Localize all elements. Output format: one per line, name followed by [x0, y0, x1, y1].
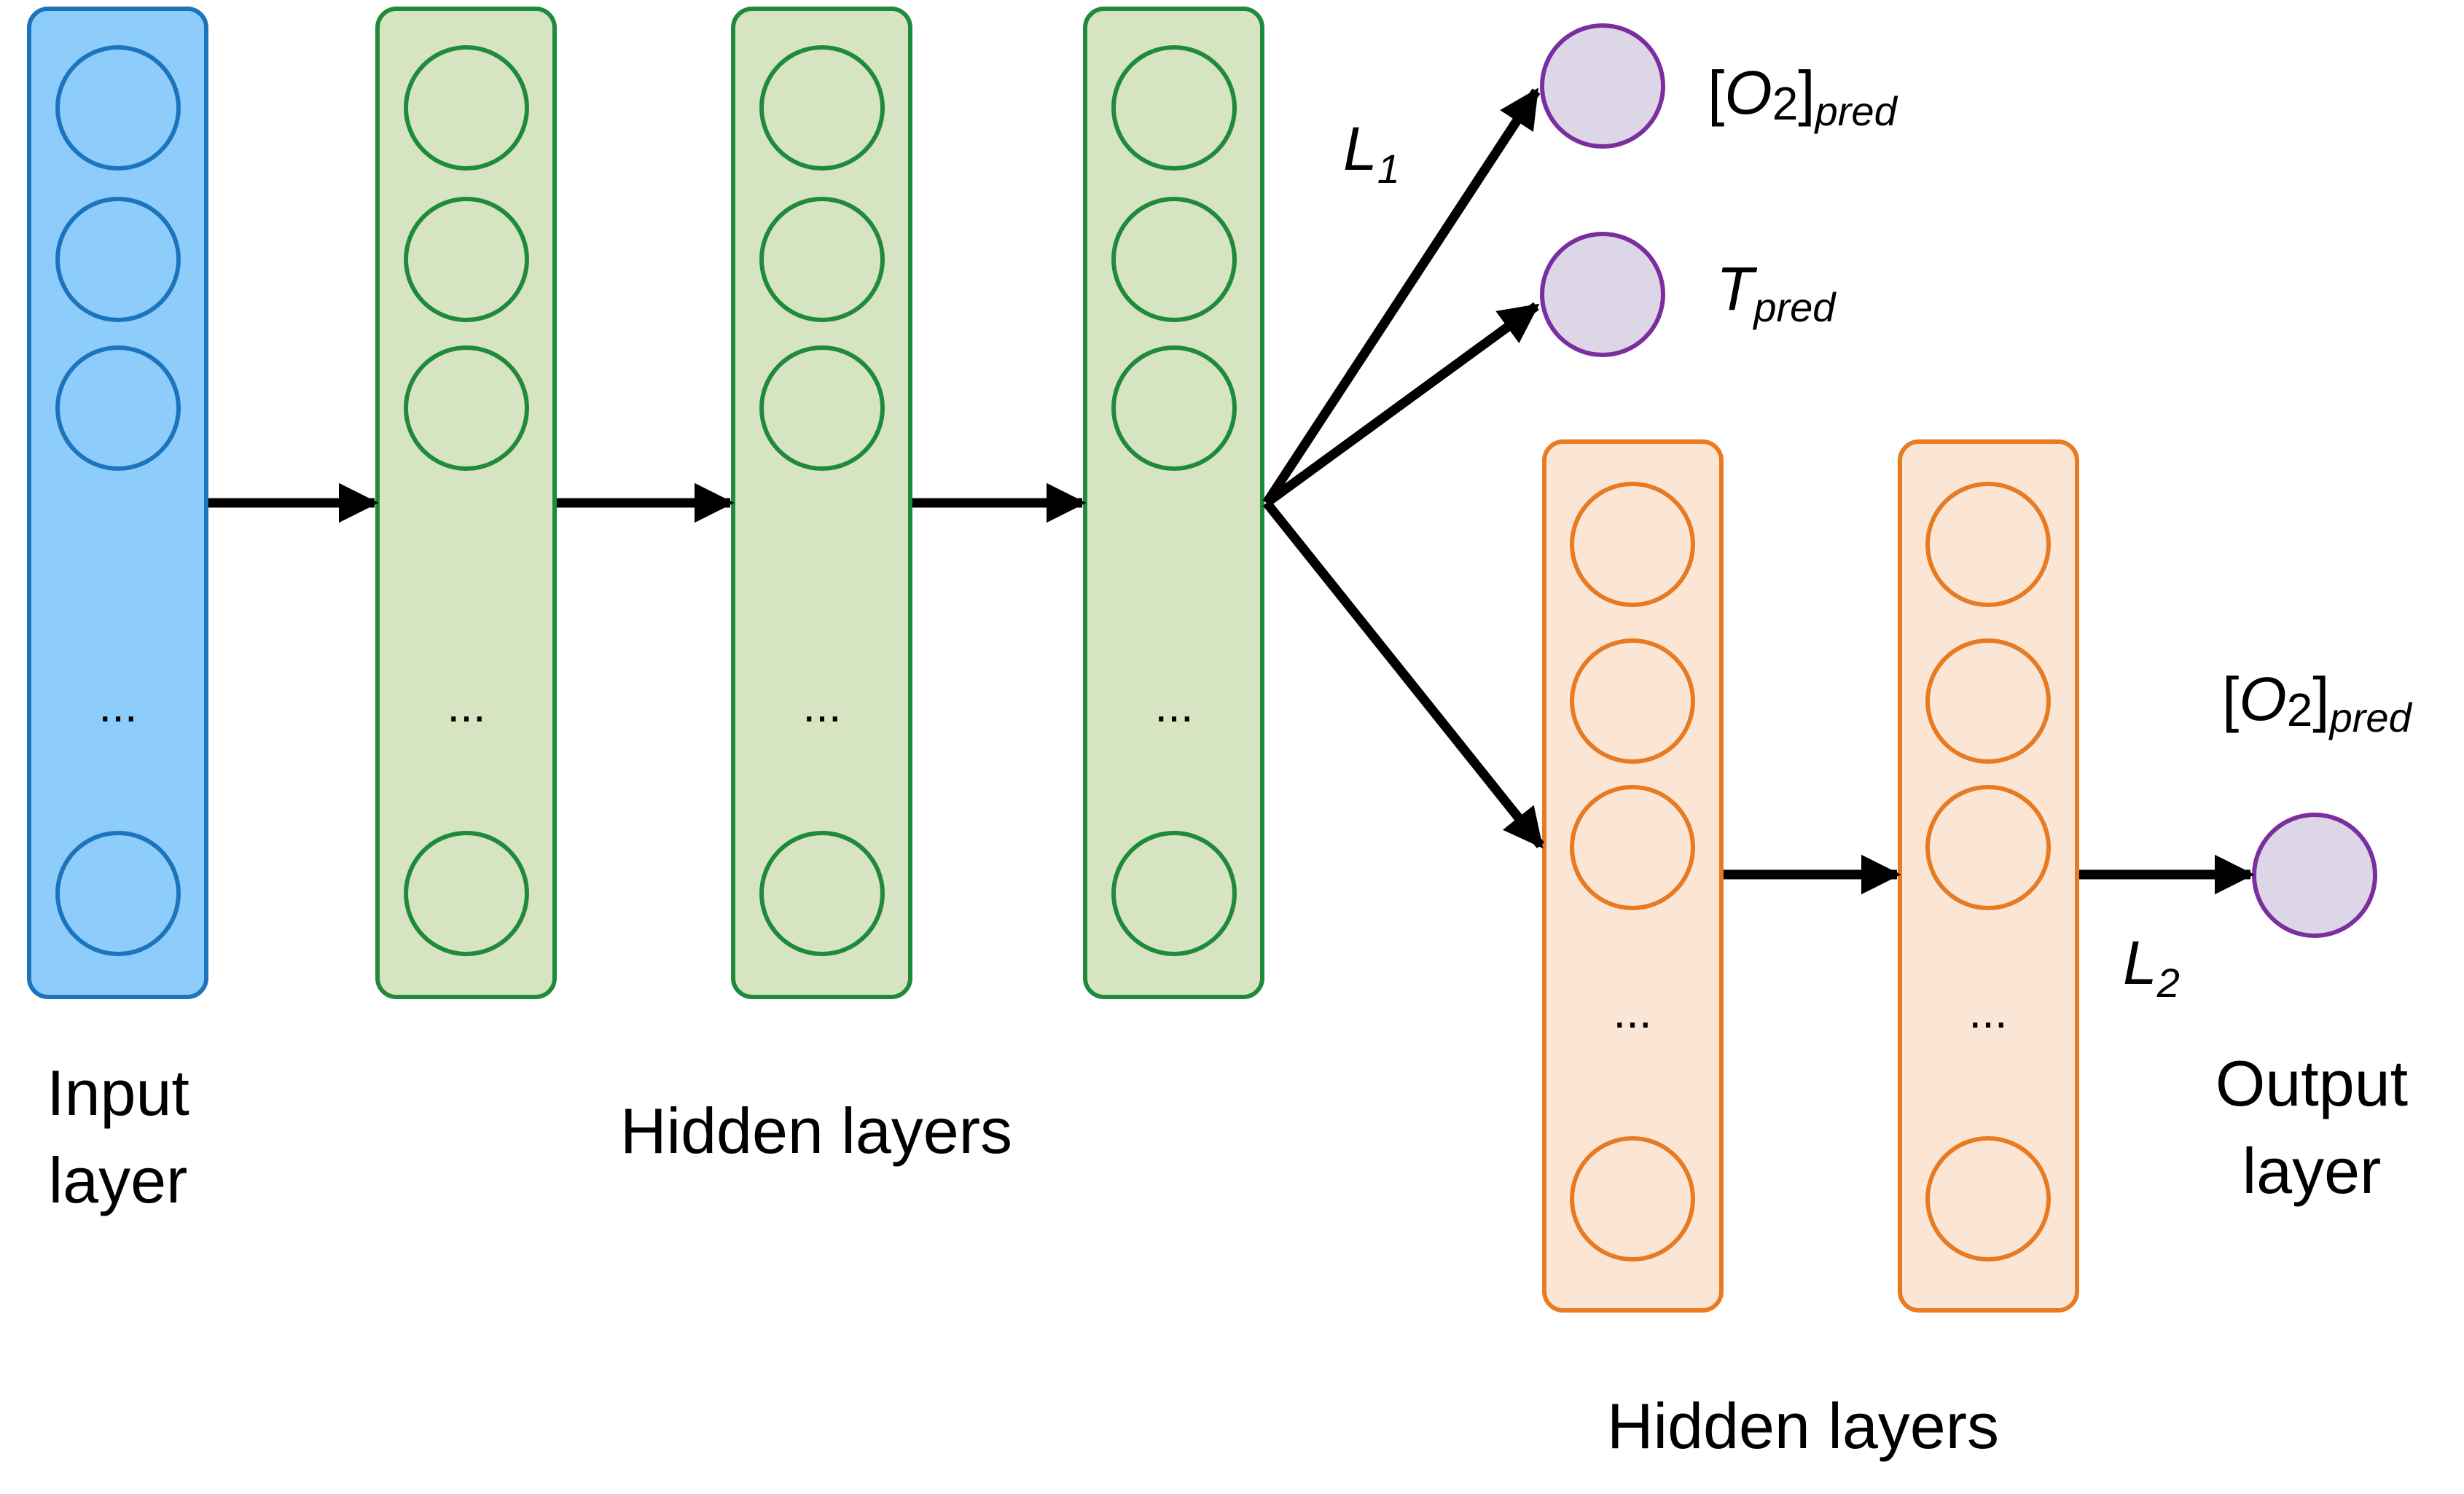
hidden-neuron — [404, 45, 529, 171]
branch-neuron — [1570, 1136, 1695, 1262]
hidden-layers-caption-bottom: Hidden layers — [1607, 1390, 1999, 1462]
input-layer-caption-line1: Input — [47, 1057, 189, 1129]
branch-neuron — [1925, 638, 2051, 764]
branch-1-ellipsis: ... — [1613, 985, 1651, 1038]
output-neuron-o2-right — [2252, 813, 2377, 938]
branch-hidden-layer-1: ... — [1542, 439, 1724, 1313]
branch-neuron — [1570, 482, 1695, 607]
hidden-layer-1-box — [375, 7, 557, 999]
loss-l1-label: L1 — [1343, 114, 1400, 192]
branch-hidden-layer-2: ... — [1898, 439, 2079, 1313]
hidden-neuron — [404, 831, 529, 956]
branch-hidden-layer-2-box — [1898, 439, 2079, 1313]
o2-pred-right-label: [O2]pred — [2222, 665, 2413, 740]
hidden-neuron — [759, 831, 885, 956]
hidden-2-ellipsis: ... — [802, 679, 841, 732]
hidden-neuron — [759, 345, 885, 471]
input-neuron — [55, 345, 181, 471]
arrow-hidden-3-to-t-pred — [1264, 302, 1540, 507]
hidden-neuron — [1111, 345, 1237, 471]
input-neuron — [55, 831, 181, 956]
branch-neuron — [1570, 785, 1695, 910]
hidden-neuron — [1111, 831, 1237, 956]
arrow-hidden-3-to-o2-top — [1262, 87, 1541, 506]
hidden-neuron — [1111, 197, 1237, 322]
output-neuron-t — [1540, 232, 1665, 357]
input-layer-caption-line2: layer — [49, 1144, 188, 1216]
branch-2-ellipsis: ... — [1968, 985, 2007, 1038]
branch-neuron — [1925, 1136, 2051, 1262]
output-layer-caption-line1: Output — [2215, 1047, 2408, 1119]
hidden-layer-2: ... — [731, 7, 912, 999]
hidden-neuron — [404, 197, 529, 322]
loss-l2-label: L2 — [2123, 928, 2180, 1006]
t-pred-label: Tpred — [1716, 254, 1837, 330]
hidden-3-ellipsis: ... — [1154, 679, 1193, 732]
hidden-layer-3-box — [1083, 7, 1264, 999]
branch-neuron — [1925, 482, 2051, 607]
branch-hidden-layer-1-box — [1542, 439, 1724, 1313]
input-layer: ... — [27, 7, 208, 999]
input-neuron — [55, 45, 181, 171]
hidden-neuron — [404, 345, 529, 471]
branch-neuron — [1925, 785, 2051, 910]
connections — [208, 87, 2255, 895]
input-neuron — [55, 197, 181, 322]
o2-pred-top-label: [O2]pred — [1708, 58, 1898, 134]
hidden-neuron — [759, 197, 885, 322]
hidden-layer-2-box — [731, 7, 912, 999]
hidden-layers-caption-top: Hidden layers — [620, 1095, 1012, 1167]
output-neuron-o2-top — [1540, 23, 1665, 149]
hidden-layer-3: ... — [1083, 7, 1264, 999]
input-layer-box — [27, 7, 208, 999]
hidden-1-ellipsis: ... — [447, 679, 485, 732]
arrow-hidden-3-to-branch — [1262, 499, 1545, 849]
hidden-neuron — [759, 45, 885, 171]
output-layer-caption-line2: layer — [2242, 1135, 2382, 1207]
input-ellipsis: ... — [98, 679, 137, 732]
hidden-layer-1: ... — [375, 7, 557, 999]
hidden-neuron — [1111, 45, 1237, 171]
branch-neuron — [1570, 638, 1695, 764]
